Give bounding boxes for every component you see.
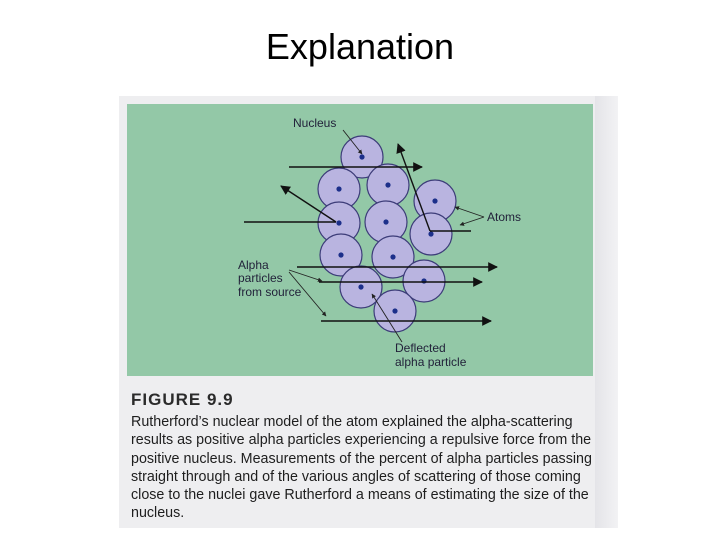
nucleus-dot <box>383 219 389 225</box>
nucleus-dot <box>336 186 342 192</box>
deflected-label-line2: alpha particle <box>395 355 467 369</box>
atoms-label: Atoms <box>487 210 521 224</box>
nucleus-dot <box>421 278 427 284</box>
atoms-pointer <box>459 216 485 226</box>
alpha-source-label-line1: Alpha <box>238 258 269 272</box>
alpha-source-pointer <box>288 271 327 317</box>
nucleus-dot <box>359 154 365 160</box>
nucleus-dot <box>338 252 344 258</box>
nucleus-dot <box>432 198 438 204</box>
nucleus-dot <box>336 220 342 226</box>
deflected-label-line1: Deflected <box>395 341 446 355</box>
nucleus-dot <box>392 308 398 314</box>
nucleus-label: Nucleus <box>293 116 336 130</box>
page-edge <box>595 96 618 528</box>
alpha-source-label-line3: from source <box>238 285 302 299</box>
nucleus-dot <box>390 254 396 260</box>
slide-title: Explanation <box>265 26 455 67</box>
alpha-source-label-line2: particles <box>238 271 283 285</box>
deflected-alpha-path <box>396 143 431 232</box>
figure-scan: Nucleus Atoms Alpha particles from sourc… <box>119 96 618 528</box>
nucleus-pointer <box>342 129 363 155</box>
label-pointers <box>288 129 485 343</box>
nucleus-dot <box>385 182 391 188</box>
rutherford-diagram: Nucleus Atoms Alpha particles from sourc… <box>238 116 521 369</box>
figure-number: FIGURE 9.9 <box>131 390 234 409</box>
atom-group <box>317 135 457 333</box>
atoms-pointer <box>454 206 485 218</box>
deflected-alpha-path <box>280 185 337 223</box>
nucleus-dot <box>428 231 434 237</box>
caption-text: Rutherford’s nuclear model of the atom e… <box>131 414 592 522</box>
nucleus-group <box>336 154 438 314</box>
alpha-source-pointer <box>288 269 323 282</box>
alpha-paths <box>244 143 498 326</box>
nucleus-dot <box>358 284 364 290</box>
deflected-pointer <box>371 293 403 343</box>
figure-caption: FIGURE 9.9 Rutherford’s nuclear model of… <box>131 390 615 523</box>
